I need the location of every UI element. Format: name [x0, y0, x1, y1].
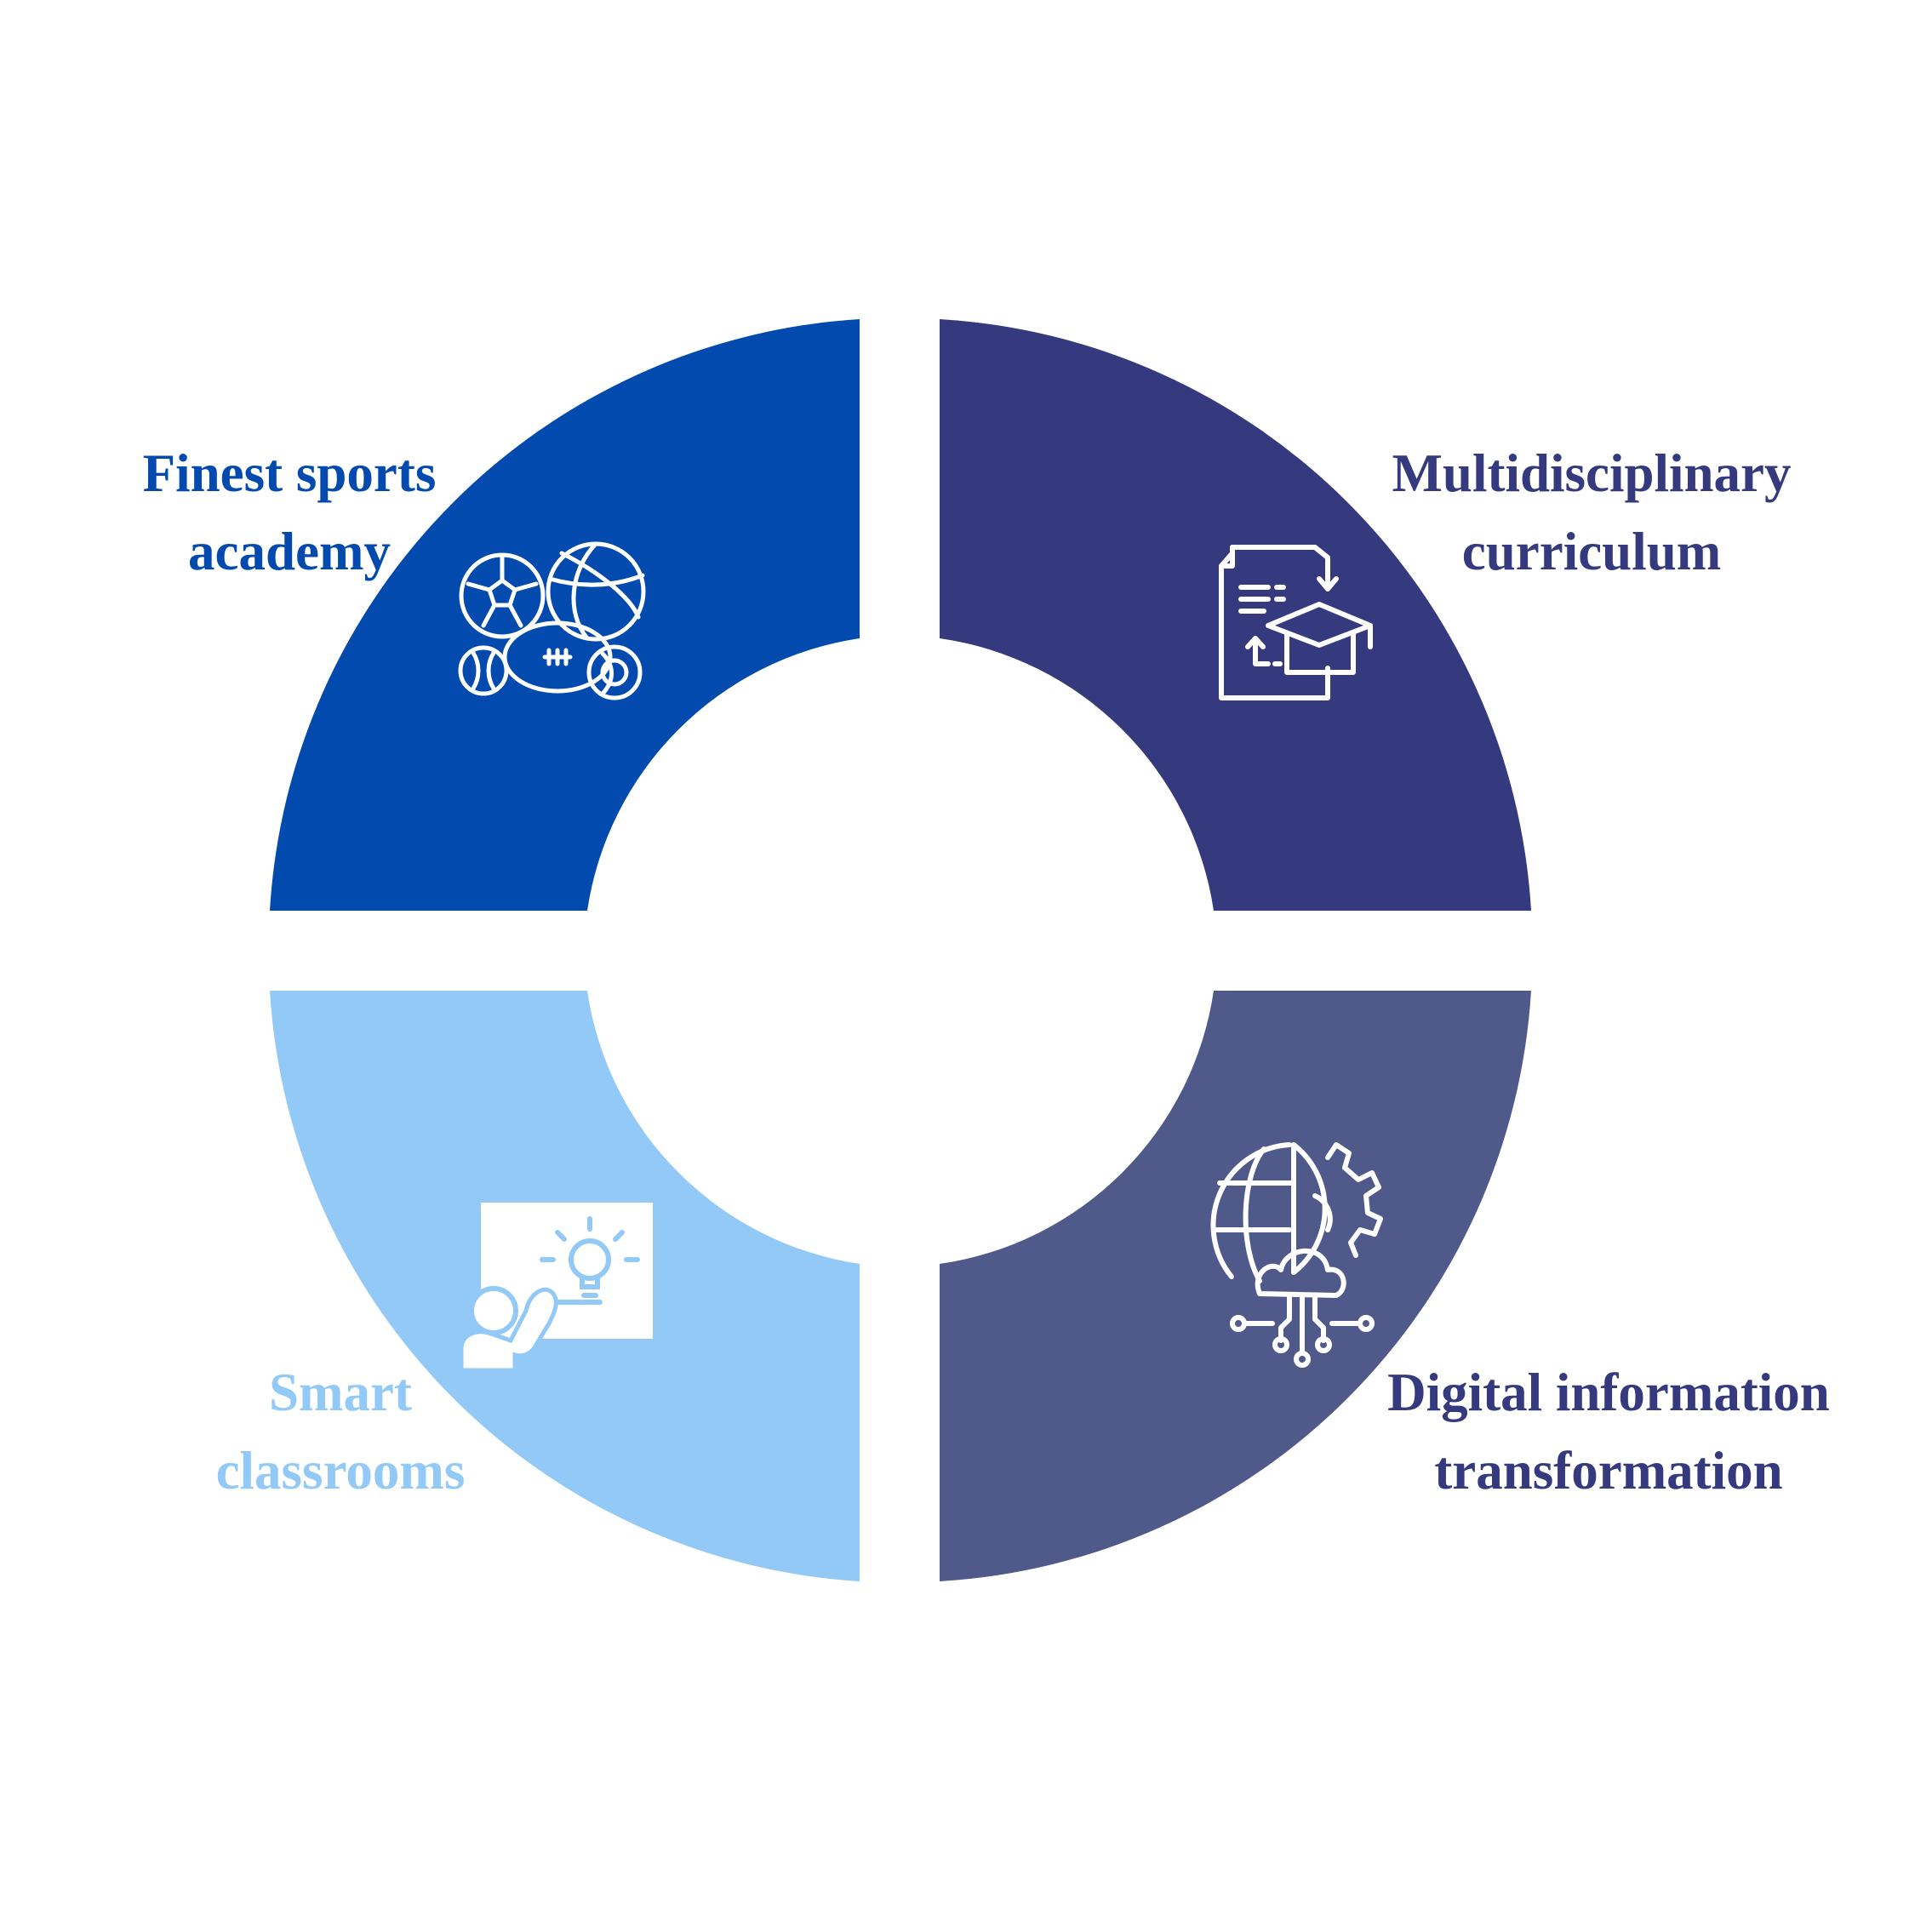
- label-line: classrooms: [215, 1441, 466, 1500]
- segment-top-left: [270, 319, 860, 911]
- curriculum-document-graduation-cap-icon: [1219, 545, 1373, 700]
- label-smart-classrooms: Smart classrooms: [170, 1353, 511, 1510]
- label-line: Digital information: [1387, 1363, 1830, 1422]
- label-line: Finest sports: [142, 443, 437, 503]
- label-line: transformation: [1434, 1441, 1783, 1500]
- label-digital-information-transformation: Digital information transformation: [1345, 1353, 1872, 1510]
- label-line: academy: [188, 522, 391, 581]
- label-multidisciplinary-curriculum: Multidisciplinary curriculum: [1362, 434, 1821, 591]
- presenter-whiteboard-lightbulb-icon: [459, 1203, 653, 1373]
- segment-top-right: [940, 319, 1531, 911]
- globe-gear-cloud-network-icon: [1210, 1142, 1383, 1368]
- segment-bottom-right: [940, 991, 1531, 1581]
- label-line: Multidisciplinary: [1392, 443, 1792, 503]
- label-finest-sports-academy: Finest sports academy: [119, 434, 460, 591]
- label-line: Smart: [269, 1363, 412, 1422]
- sports-balls-icon: [458, 541, 646, 700]
- label-line: curriculum: [1461, 522, 1722, 581]
